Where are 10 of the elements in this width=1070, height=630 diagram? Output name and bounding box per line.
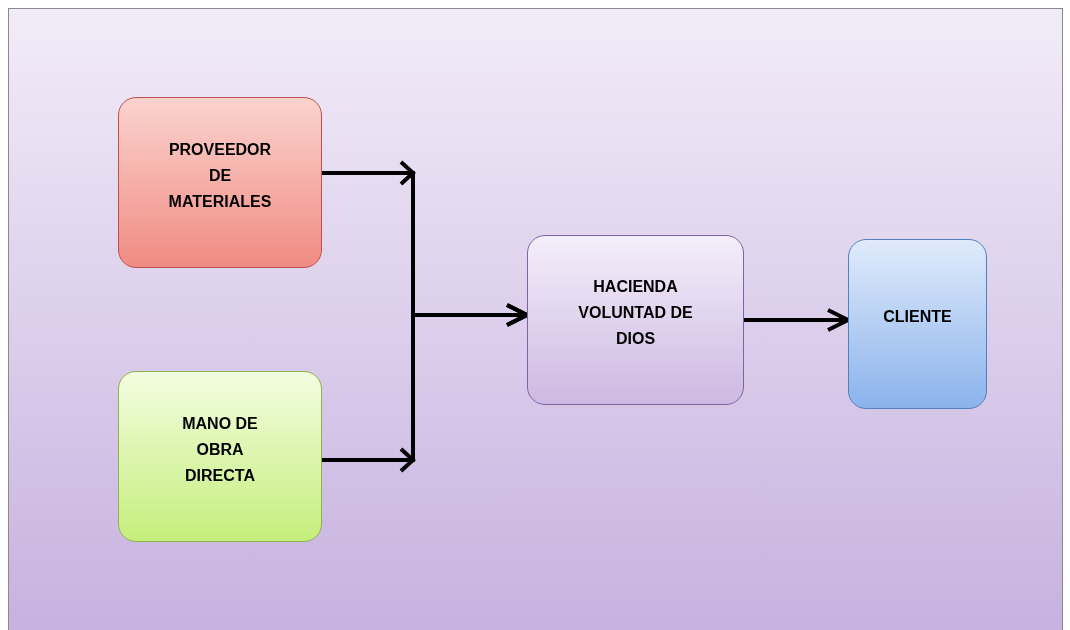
- box-label: MANO DE OBRA DIRECTA: [181, 413, 259, 486]
- box-label: CLIENTE: [883, 307, 952, 327]
- process-box: [527, 235, 744, 405]
- box-label: HACIENDA VOLUNTAD DE DIOS: [577, 277, 694, 349]
- box-label: PROVEEDOR DE MATERIALES: [167, 139, 273, 212]
- process-box: [848, 239, 987, 409]
- process-box: [118, 97, 322, 268]
- process-box: [118, 371, 322, 542]
- arrow: [322, 303, 529, 473]
- arrow: [744, 308, 850, 332]
